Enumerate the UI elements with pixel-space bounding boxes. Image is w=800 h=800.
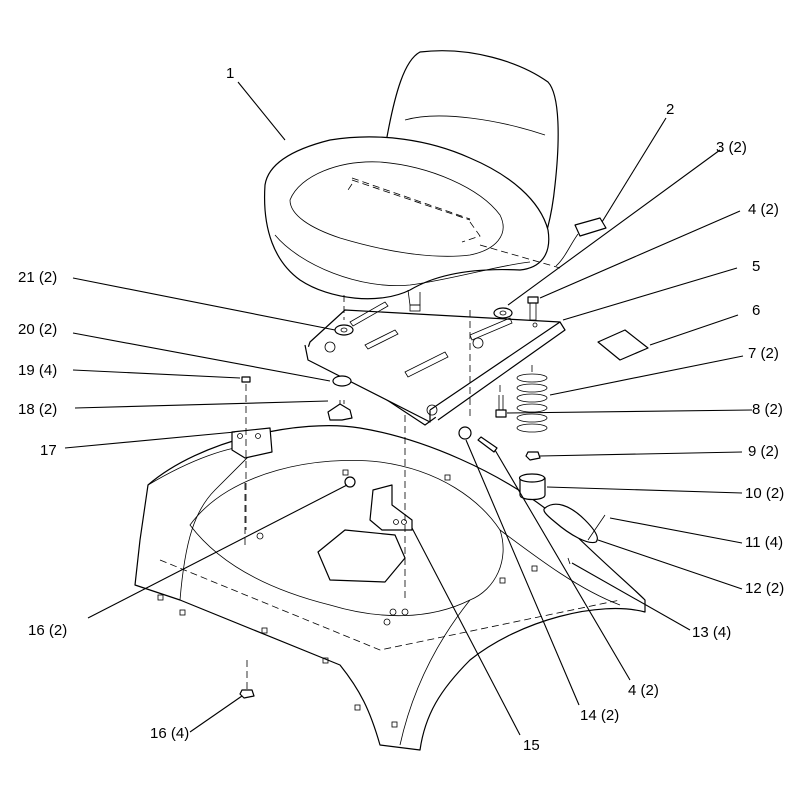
fender-body (134, 425, 646, 751)
bumper-10 (518, 473, 546, 501)
callout-16b: 16 (4) (150, 725, 189, 742)
callout-16a: 16 (2) (28, 622, 67, 639)
bracket-17 (231, 427, 273, 459)
callout-20: 20 (2) (18, 321, 57, 338)
spring-7 (516, 365, 548, 433)
bolt-4-top (527, 296, 539, 321)
callout-7: 7 (2) (748, 345, 779, 362)
plate-6 (597, 329, 649, 361)
callout-4a: 4 (2) (748, 201, 779, 218)
nut-9 (525, 451, 541, 461)
bolt-19 (241, 376, 251, 383)
nut-16a (344, 476, 356, 488)
knob-18 (327, 403, 353, 421)
grommet-21 (334, 324, 354, 336)
callout-10: 10 (2) (745, 485, 784, 502)
fender-outline (134, 425, 646, 751)
callout-9: 9 (2) (748, 443, 779, 460)
grommet-3 (493, 307, 513, 319)
callout-6: 6 (752, 302, 760, 319)
strap-12 (543, 503, 598, 544)
fender-inner-well (189, 460, 504, 617)
callout-4b: 4 (2) (628, 682, 659, 699)
seat (263, 50, 561, 312)
screw-11 (587, 514, 606, 541)
callout-labels: 1 2 3 (2) 4 (2) 5 6 7 (2) 8 (2) 9 (2) 10… (18, 65, 784, 754)
bolt-8 (495, 395, 507, 418)
seat-cushion (263, 136, 550, 300)
callout-15: 15 (523, 737, 540, 754)
callout-17: 17 (40, 442, 57, 459)
callout-12: 12 (2) (745, 580, 784, 597)
callout-14: 14 (2) (580, 707, 619, 724)
callout-19: 19 (4) (18, 362, 57, 379)
screw-13 (567, 557, 571, 565)
bolt-4-bottom (477, 436, 498, 453)
callout-21: 21 (2) (18, 269, 57, 286)
callout-8: 8 (2) (752, 401, 783, 418)
callout-18: 18 (2) (18, 401, 57, 418)
washer-14 (458, 426, 472, 440)
decal-label (555, 217, 607, 267)
callout-11: 11 (4) (745, 534, 783, 551)
callout-1: 1 (226, 65, 234, 82)
callout-5: 5 (752, 258, 760, 275)
nut-16b (239, 689, 255, 699)
callout-2: 2 (666, 101, 674, 118)
leader-lines (64, 81, 753, 736)
seat-cushion-top (289, 161, 504, 257)
bracket-15 (369, 484, 413, 531)
seat-pan-plate (304, 301, 566, 426)
callout-13: 13 (4) (692, 624, 731, 641)
callout-3: 3 (2) (716, 139, 747, 156)
fender-right-panel (399, 529, 621, 746)
washer-20 (332, 375, 352, 387)
